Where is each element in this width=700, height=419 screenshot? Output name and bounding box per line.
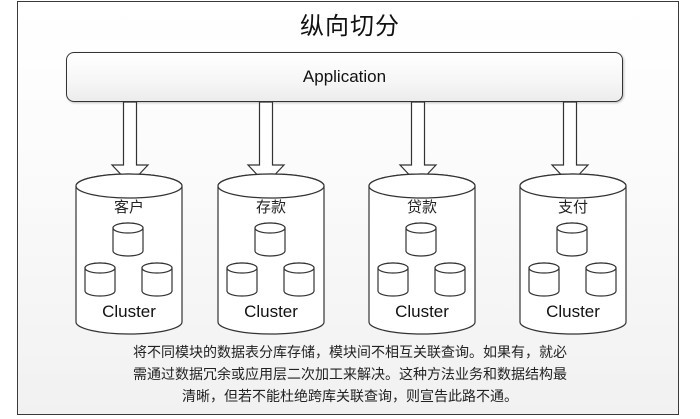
application-label: Application xyxy=(302,67,387,86)
database-label-customer: 客户 xyxy=(113,198,144,216)
cluster-node-top-loan xyxy=(405,222,437,257)
cluster-node-top-deposit-top xyxy=(254,222,286,234)
arrow-down-icon xyxy=(246,101,286,185)
cluster-node-right-payment-top xyxy=(585,262,617,274)
caption-text: 将不同模块的数据表分库存储，模块间不相互关联查询。如果有，就必 需通过数据冗余或… xyxy=(95,342,605,408)
database-cylinder-payment-top xyxy=(519,173,627,199)
diagram-title: 纵向切分 xyxy=(300,12,400,40)
cluster-label-loan: Cluster xyxy=(395,302,449,321)
caption-line: 需通过数据冗余或应用层二次加工来解决。这种方法业务和数据结构最 xyxy=(133,367,567,383)
cluster-node-left-customer xyxy=(84,262,116,297)
cluster-node-right-customer-top xyxy=(141,262,173,274)
cluster-node-left-payment-top xyxy=(528,262,560,274)
arrow-down-icon xyxy=(550,101,590,185)
caption-line: 清晰，但若不能杜绝跨库关联查询，则宣告此路不通。 xyxy=(182,389,518,405)
cluster-node-right-payment xyxy=(585,262,617,297)
application-box: Application xyxy=(66,52,623,102)
database-label-payment: 支付 xyxy=(557,198,588,216)
cluster-label-customer: Cluster xyxy=(102,302,156,321)
cluster-node-right-customer xyxy=(141,262,173,297)
cluster-node-top-customer-top xyxy=(112,222,144,234)
cluster-node-right-deposit-top xyxy=(283,262,315,274)
cylinders-group xyxy=(75,173,627,335)
database-cylinder-deposit-top xyxy=(217,173,325,199)
arrow-down-icon xyxy=(398,101,438,185)
database-label-loan: 贷款 xyxy=(406,198,437,216)
caption-line: 将不同模块的数据表分库存储，模块间不相互关联查询。如果有，就必 xyxy=(133,345,567,361)
cluster-node-top-deposit xyxy=(254,222,286,257)
database-cylinder-customer-top xyxy=(75,173,183,199)
cluster-node-top-loan-top xyxy=(405,222,437,234)
arrow-down-icon xyxy=(110,101,150,185)
cluster-node-right-loan-top xyxy=(434,262,466,274)
cluster-label-deposit: Cluster xyxy=(244,302,298,321)
arrows-group xyxy=(110,101,590,185)
cluster-node-top-customer xyxy=(112,222,144,257)
database-cylinder-loan-top xyxy=(368,173,476,199)
cluster-node-left-payment xyxy=(528,262,560,297)
cluster-node-left-deposit-top xyxy=(226,262,258,274)
cluster-node-top-payment-top xyxy=(556,222,588,234)
database-label-deposit: 存款 xyxy=(255,198,286,216)
cluster-node-right-loan xyxy=(434,262,466,297)
cluster-node-top-payment xyxy=(556,222,588,257)
cluster-node-left-deposit xyxy=(226,262,258,297)
cluster-label-payment: Cluster xyxy=(546,302,600,321)
cluster-node-left-loan-top xyxy=(377,262,409,274)
cluster-node-right-deposit xyxy=(283,262,315,297)
cluster-node-left-customer-top xyxy=(84,262,116,274)
cluster-node-left-loan xyxy=(377,262,409,297)
